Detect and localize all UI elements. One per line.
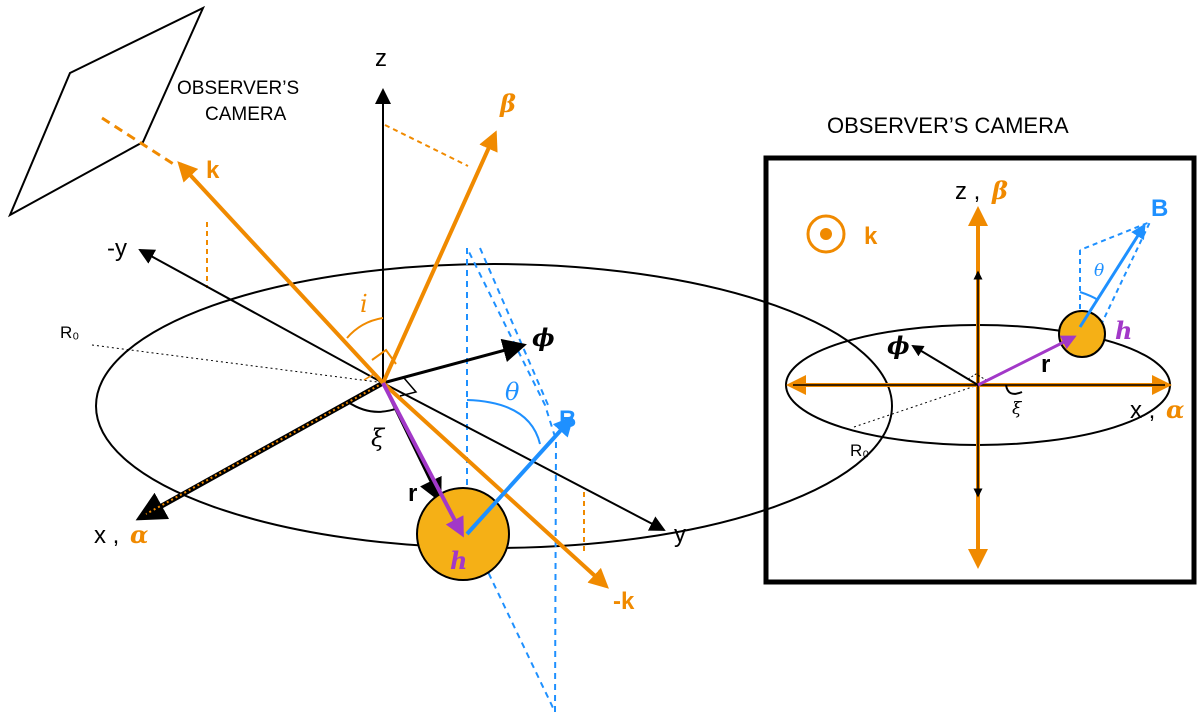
camera-alpha-label: α [1166,395,1184,424]
beta-projection-dashed [384,124,469,167]
camera-k-label: k [864,223,878,250]
camera-xi-arc [1005,384,1023,395]
r-label: r [408,480,417,507]
left-panel: OBSERVER’S CAMERA z β k -y i R₀ ϕ θ B ξ … [7,5,893,713]
theta-label: θ [505,378,520,406]
h-vector [381,382,464,538]
camera-b-plane-dashed [1079,220,1153,328]
camera-r-label: r [1041,351,1050,378]
r0-radius-line [91,344,386,384]
camera-plane [7,5,206,218]
camera-r0-label: R₀ [850,441,869,460]
xi-label: ξ [371,424,386,452]
camera-z-label: z , [955,178,980,205]
minus-y-label: -y [107,235,127,262]
camera-title: OBSERVER’S CAMERA [827,113,1069,138]
phi-vector [382,338,527,385]
camera-caption-line1: OBSERVER’S [177,78,299,99]
camera-caption-line2: CAMERA [205,104,287,125]
alpha-label: α [130,520,148,549]
r0-label: R₀ [60,323,79,342]
b-plane-dashed [466,247,558,713]
camera-h-vector [977,335,1077,387]
camera-right-angle [967,373,987,381]
right-angle-black [399,377,418,397]
camera-theta-arc [1079,291,1099,301]
z-label: z [375,45,387,72]
x-label: x , [94,522,119,549]
camera-x-label: x , [1130,397,1155,424]
camera-xi-label: ξ [1012,399,1023,419]
y-axis [382,382,666,531]
inclination-arc [346,317,384,339]
b-vector [465,416,574,536]
k-out-of-page-dot [820,228,832,240]
camera-phi-vector [911,344,979,386]
i-label: i [360,290,368,318]
y-label: y [674,521,686,548]
right-panel: OBSERVER’S CAMERA z , [763,113,1197,585]
camera-h-label: h [1115,316,1132,345]
camera-phi-label: ϕ [887,331,910,360]
beta-vector [381,130,498,384]
minus-k-vector [381,381,609,589]
camera-beta-label: β [991,176,1008,205]
beta-label: β [499,89,516,118]
minus-k-label: -k [613,588,635,615]
minus-y-axis [138,249,384,384]
k-label: k [206,157,220,184]
right-angle-orange-2 [363,373,384,384]
camera-theta-label: θ [1094,261,1104,281]
alpha-axis-dotted [145,382,384,515]
camera-hotspot-ball [1058,310,1106,358]
xi-arc [347,401,399,413]
camera-frame [763,155,1197,585]
theta-arc [466,399,541,445]
camera-b-vector [1078,223,1146,328]
right-angle-orange-1 [371,348,397,365]
h-label: h [450,546,467,575]
camera-b-label: B [1151,195,1168,222]
b-label: B [559,406,576,433]
k-vector [177,161,385,385]
camera-r0-radius [853,384,979,428]
k-out-of-page-icon [806,214,846,254]
phi-label: ϕ [532,323,555,352]
